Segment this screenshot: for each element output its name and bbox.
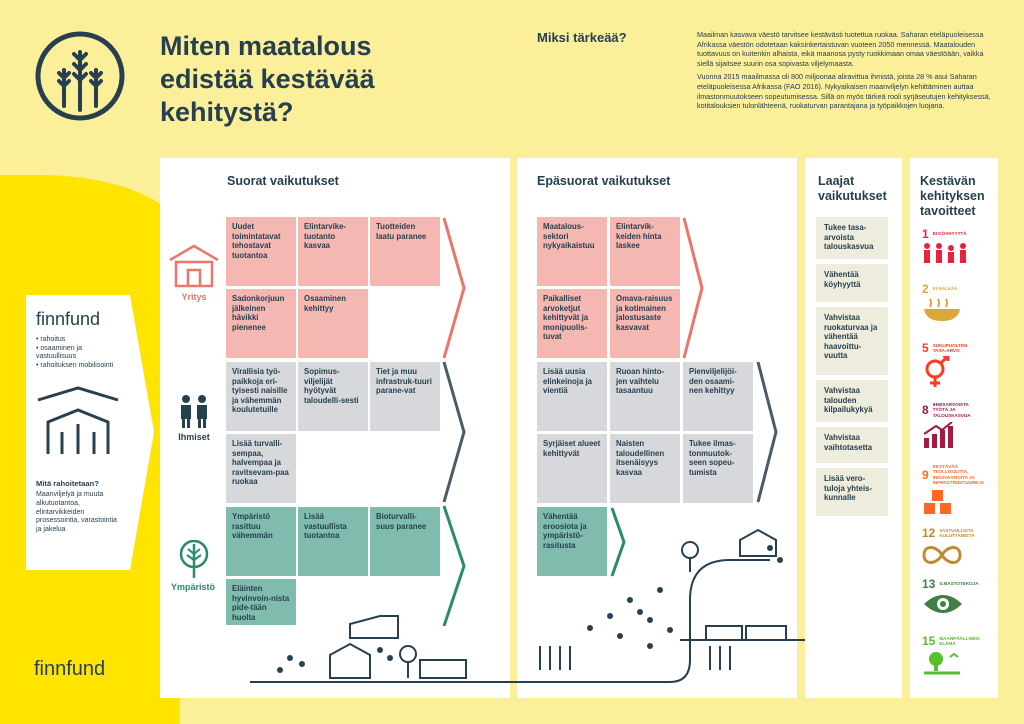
why-heading: Miksi tärkeää? <box>537 30 627 45</box>
indirect-cell: Naisten taloudellinen itsenäisyys kasvaa <box>610 434 680 503</box>
life-on-land-icon <box>924 651 960 675</box>
finnfund-list: rahoitus osaaminen ja vastuullisuus raho… <box>36 336 120 370</box>
indirect-cell: Pienviljelijöi-den osaami-nen kehittyy <box>683 362 753 431</box>
barn-icon <box>37 386 119 455</box>
row-label-environment: Ympäristö <box>170 582 215 592</box>
direct-cell: Eläinten hyvinvoin-nista pide-tään huolt… <box>226 579 296 625</box>
finnfund-brand: finnfund <box>36 309 101 329</box>
indirect-cell: Lisää uusia elinkeinoja ja vientiä <box>537 362 607 431</box>
direct-cell: Elintarvike-tuotanto kasvaa <box>298 217 368 286</box>
indirect-cell: Tukee ilmas-tonmuutok-seen sopeu-tumista <box>683 434 753 503</box>
infinity-icon <box>922 545 962 564</box>
direct-cell: Sadonkorjuun jälkeinen hävikki pienenee <box>226 289 296 358</box>
chevron-arrows-indirect <box>682 217 778 503</box>
broad-impact-item: Vähentää köyhyyttä <box>816 264 888 302</box>
growth-chart-icon <box>923 421 953 449</box>
direct-cell: Bioturvalli-suus paranee <box>370 507 440 576</box>
wheat-logo-icon <box>35 31 125 121</box>
finnfund-box: finnfund rahoitus osaaminen ja vastuulli… <box>26 295 130 570</box>
direct-cell: Lisää turvalli-sempaa, halvempaa ja ravi… <box>226 434 296 503</box>
broad-impact-item: Lisää vero-tuloja yhteis-kunnalle <box>816 468 888 516</box>
broad-impact-item: Tukee tasa-arvoista talouskasvua <box>816 217 888 259</box>
direct-cell: Osaaminen kehittyy <box>298 289 368 358</box>
direct-cell: Ympäristö rasittuu vähemmän <box>226 507 296 576</box>
why-text: Maailman kasvava väestö tarvitsee kestäv… <box>697 30 991 111</box>
broad-impacts-heading: Laajat vaikutukset <box>818 174 887 203</box>
family-icon <box>924 243 966 263</box>
direct-cell: Tiet ja muu infrastruk-tuuri parane-vat <box>370 362 440 431</box>
indirect-cell: Elintarvik-keiden hinta laskee <box>610 217 680 286</box>
direct-cell: Uudet toimintatavat tehostavat tuotantoa <box>226 217 296 286</box>
finnfund-arrow <box>130 295 154 570</box>
indirect-cell: Paikalliset arvoketjut kehittyvät ja mon… <box>537 289 607 358</box>
climate-eye-icon <box>924 595 962 613</box>
row-label-people: Ihmiset <box>178 432 210 442</box>
indirect-impacts-heading: Epäsuorat vaikutukset <box>537 174 671 188</box>
chevron-arrow-env-indirect <box>610 507 626 577</box>
cubes-icon <box>924 489 951 514</box>
direct-cell: Sopimus-viljelijät hyötyvät taloudelli-s… <box>298 362 368 431</box>
indirect-cell: Maatalous-sektori nykyaikaistuu <box>537 217 607 286</box>
direct-cell: Tuotteiden laatu paranee <box>370 217 440 286</box>
indirect-cell: Syrjäiset alueet kehittyvät <box>537 434 607 503</box>
page-title: Miten maatalous edistää kestävää kehitys… <box>160 31 375 127</box>
indirect-cell: Omava-raisuus ja kotimainen jalostusaste… <box>610 289 680 358</box>
sdg-heading: Kestävän kehityksen tavoitteet <box>920 174 985 218</box>
tree-icon <box>179 540 209 578</box>
direct-cell: Virallisia työ-paikkoja eri-tyisesti nai… <box>226 362 296 431</box>
chevron-arrows-direct <box>442 217 466 626</box>
indirect-cell: Ruoan hinto-jen vaihtelu tasaantuu <box>610 362 680 431</box>
direct-impacts-heading: Suorat vaikutukset <box>227 174 339 188</box>
finnfund-brand-bottom: finnfund <box>34 658 106 680</box>
people-icon <box>181 395 207 428</box>
farm-landscape-illustration <box>250 528 887 696</box>
broad-impact-item: Vahvistaa talouden kilpailukykyä <box>816 380 888 422</box>
finance-answer: Maanviljelyä ja muuta alkutuotantoa, eli… <box>36 491 117 533</box>
broad-impact-item: Vahvistaa vaihtotasetta <box>816 427 888 463</box>
row-label-company: Yritys <box>181 292 207 302</box>
bowl-icon <box>924 298 960 321</box>
direct-cell: Lisää vastuullista tuotantoa <box>298 507 368 576</box>
finance-question: Mitä rahoitetaan? <box>36 479 99 489</box>
indirect-cell: Vähentää eroosiota ja ympäristö-rasitust… <box>537 507 607 576</box>
company-icon <box>169 244 219 288</box>
gender-equality-icon <box>925 354 950 387</box>
broad-impact-item: Vahvistaa ruokaturvaa ja vähentää haavoi… <box>816 307 888 375</box>
